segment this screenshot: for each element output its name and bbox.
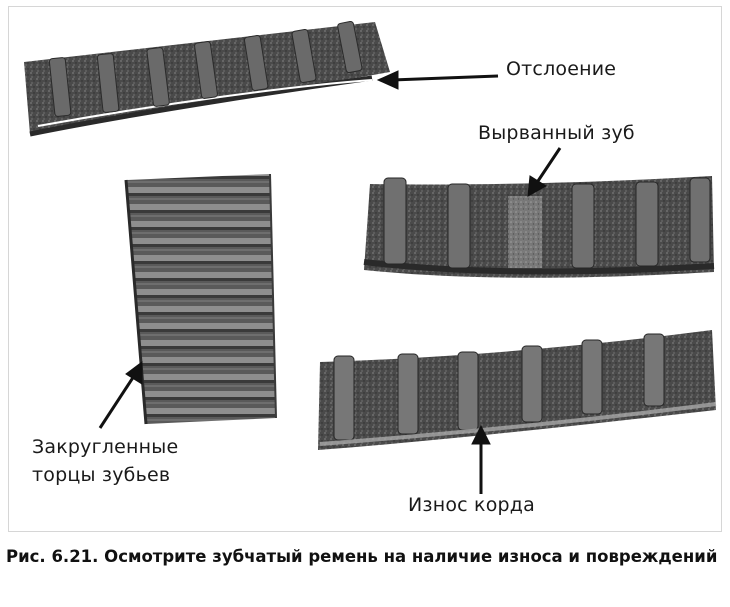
label-rounded-ends: Закругленные торцы зубьев xyxy=(32,433,232,489)
label-cord-wear: Износ корда xyxy=(408,494,535,516)
arrows xyxy=(98,70,562,494)
belt-torn-tooth xyxy=(363,176,715,278)
label-rounded-ends-line2: торцы зубьев xyxy=(32,464,171,486)
label-delamination: Отслоение xyxy=(506,58,617,80)
figure-caption: Рис. 6.21. Осмотрите зубчатый ремень на … xyxy=(6,547,718,566)
label-torn-tooth: Вырванный зуб xyxy=(478,122,635,144)
belt-delamination xyxy=(24,20,390,137)
arrow-delamination xyxy=(376,70,499,90)
belt-cord-wear xyxy=(318,330,717,450)
arrow-torn-tooth xyxy=(527,147,562,197)
belt-rounded-ends xyxy=(124,173,277,425)
figure-frame xyxy=(8,6,722,532)
arrow-rounded-ends xyxy=(98,361,143,429)
arrow-cord-wear xyxy=(471,424,491,494)
label-rounded-ends-line1: Закругленные xyxy=(32,436,179,458)
